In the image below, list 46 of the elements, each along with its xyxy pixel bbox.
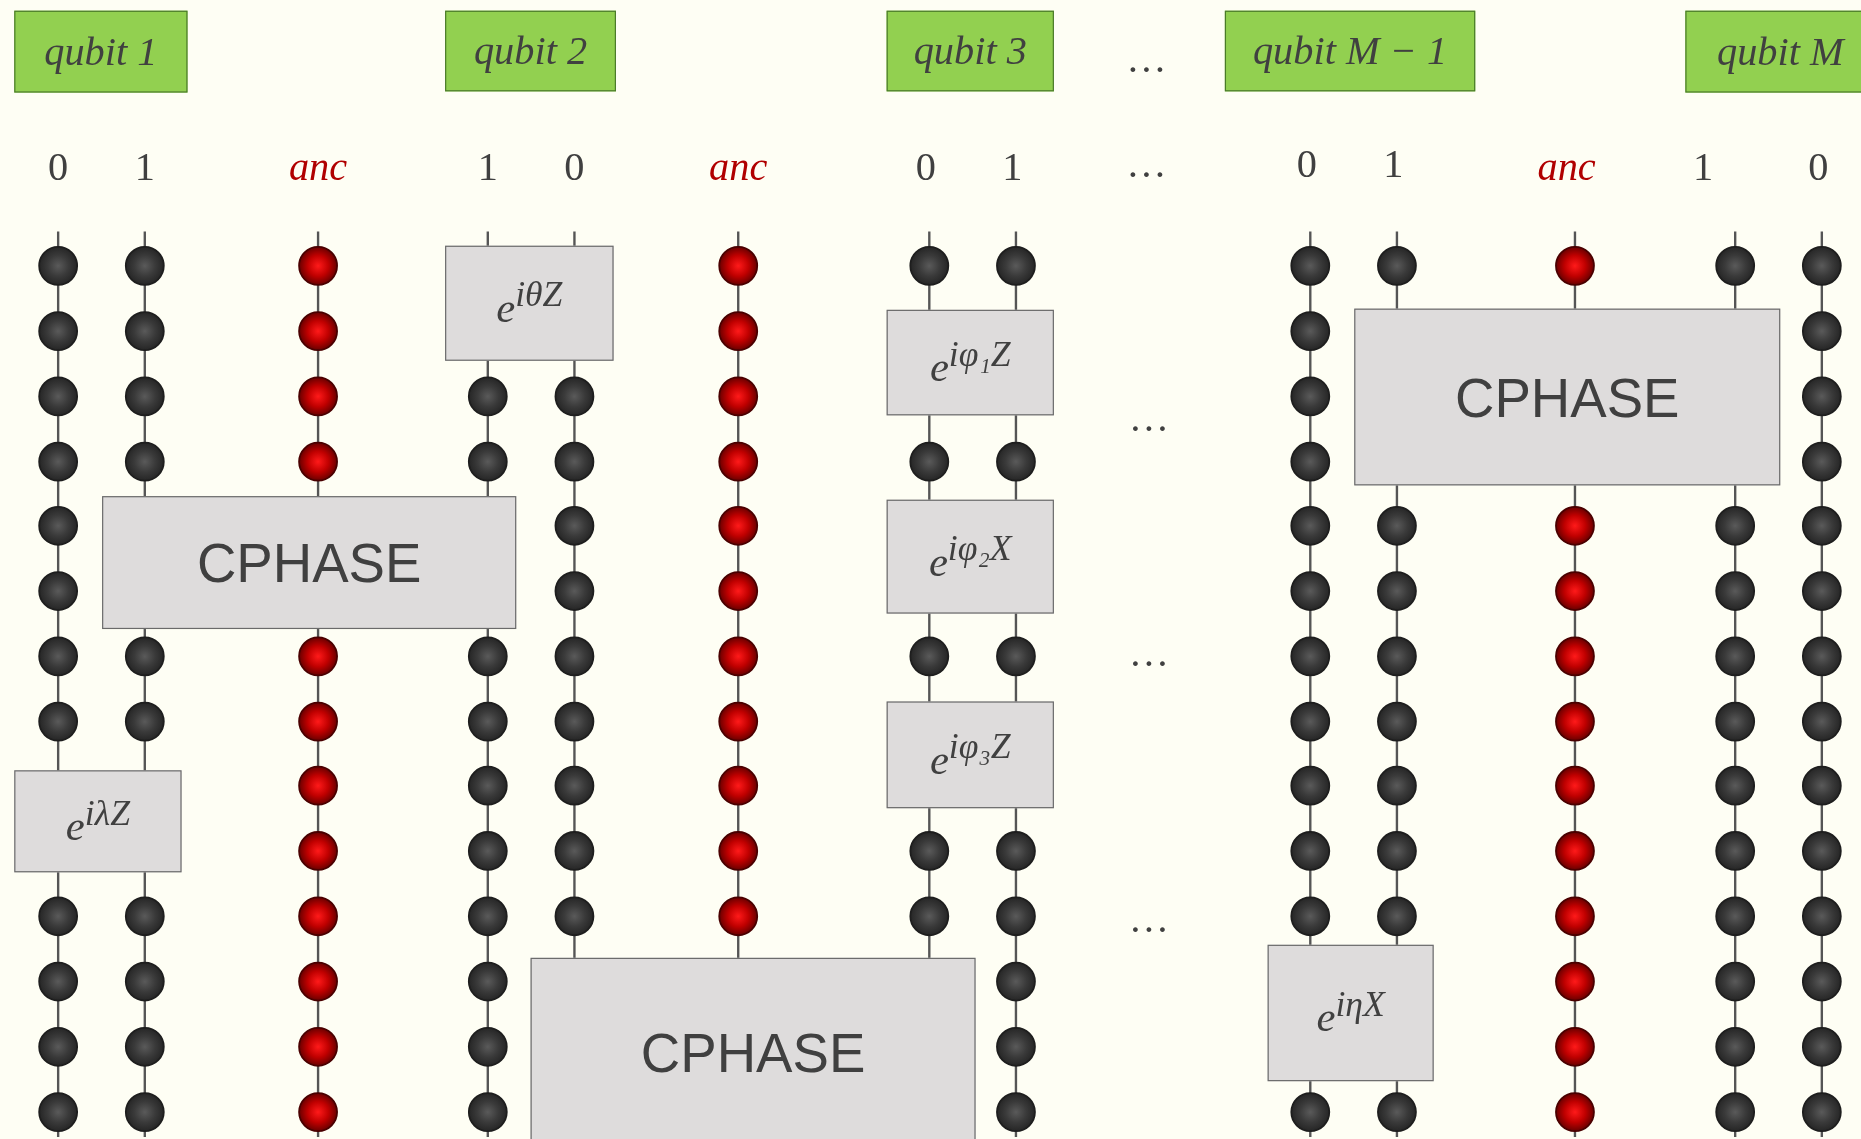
gate-label: CPHASE xyxy=(1455,365,1680,430)
gate-box xyxy=(445,245,614,361)
gate-box xyxy=(102,496,517,630)
gate-box xyxy=(1354,308,1781,486)
qubit-label: qubit 3 xyxy=(913,28,1027,74)
column-label: 1 xyxy=(1383,141,1404,187)
column-label: 0 xyxy=(48,144,69,190)
gate-box xyxy=(14,770,182,873)
column-label: 0 xyxy=(1808,144,1829,190)
gate-label: e$^{iηX}$ xyxy=(1316,983,1385,1043)
gate-box xyxy=(1267,944,1434,1082)
gate-label: CPHASE xyxy=(196,530,422,595)
column-label: 0 xyxy=(564,144,585,190)
ellipsis: … xyxy=(1126,141,1167,187)
ancilla-label: anc xyxy=(288,144,348,190)
ancilla-label: anc xyxy=(709,144,768,190)
column-label: 1 xyxy=(134,144,155,190)
column-label: 1 xyxy=(477,144,498,190)
ellipsis: … xyxy=(1128,395,1170,441)
column-label: 1 xyxy=(1693,144,1714,190)
gate-box xyxy=(886,309,1054,416)
qubit-label-box xyxy=(886,10,1054,92)
qubit-label-box xyxy=(1685,10,1861,93)
qubit-label-box xyxy=(14,10,188,93)
ellipsis: … xyxy=(1128,896,1170,942)
ellipsis: … xyxy=(1126,36,1167,82)
qubit-label-box xyxy=(1224,10,1476,92)
gate-label: e$^{iθZ}$ xyxy=(496,274,563,333)
gate-box xyxy=(530,957,976,1139)
column-label: 0 xyxy=(1296,141,1317,187)
gate-label: e$^{iλZ}$ xyxy=(65,792,130,851)
qubit-label: qubit 1 xyxy=(44,29,158,75)
qubit-label: qubit M − 1 xyxy=(1252,28,1448,74)
ancilla-label: anc xyxy=(1537,144,1596,190)
gate-box xyxy=(886,499,1054,614)
gate-label: CPHASE xyxy=(640,1020,866,1085)
column-label: 0 xyxy=(915,144,936,190)
gate-box xyxy=(886,701,1054,809)
ellipsis: … xyxy=(1128,630,1170,676)
gate-label: e$^{iφ₃Z}$ xyxy=(929,725,1011,784)
qubit-label-box xyxy=(445,10,616,92)
gate-label: e$^{iφ₁Z}$ xyxy=(929,333,1011,392)
qubit-label: qubit M xyxy=(1716,29,1844,75)
qubit-label: qubit 2 xyxy=(473,28,588,74)
gate-label: e$^{iφ₂X}$ xyxy=(928,527,1012,586)
column-label: 1 xyxy=(1002,144,1023,190)
